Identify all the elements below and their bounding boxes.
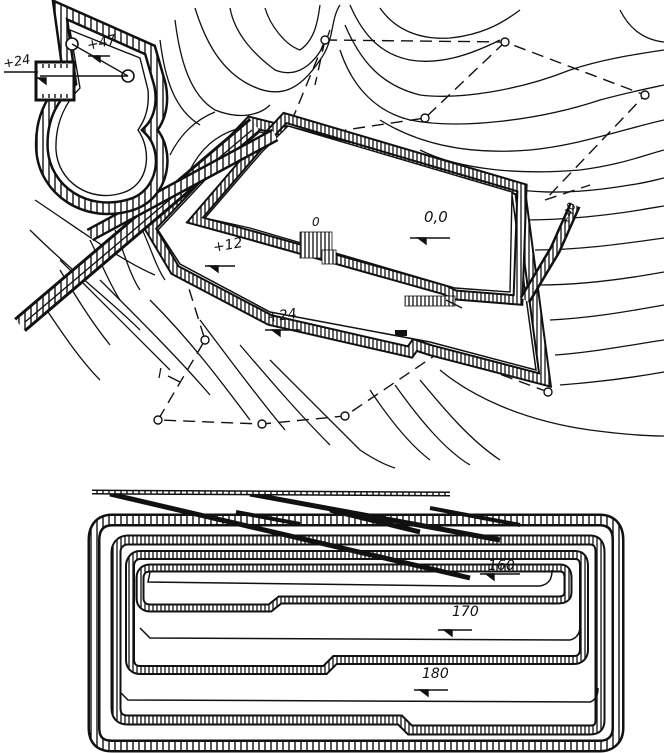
elevation-label-plus12: +12 (212, 235, 244, 256)
lower-pit-plan: 160 170 180 (87, 489, 625, 753)
elevation-label-plus24-right: +24 (266, 306, 297, 326)
floor-lines (119, 569, 599, 703)
lower-elevation-markers (414, 573, 520, 698)
ramps (91, 489, 521, 581)
upper-pit-plan: +47 +24 +12 0,0 +24 0 I +40 (2, 0, 664, 469)
elevation-label-160: 160 (488, 558, 515, 574)
elevation-label-plus24-left: +24 (2, 52, 32, 72)
haul-road (14, 118, 279, 332)
lower-bench-2 (110, 534, 606, 736)
rubble-patch (299, 231, 456, 336)
elevation-markers (4, 55, 450, 338)
elevation-label-170: 170 (452, 604, 479, 620)
elevation-label-plus47: +47 (86, 32, 118, 54)
lower-bench-3 (125, 550, 589, 675)
elevation-label-0-0: 0,0 (424, 208, 448, 226)
lower-bench-4 (135, 563, 573, 613)
lower-outer-rim (87, 513, 625, 753)
pit-inner-bench (185, 111, 528, 306)
section-edge-label: I (158, 367, 162, 382)
top-left-stub (34, 60, 76, 102)
right-spur (519, 202, 581, 304)
survey-points (153, 35, 650, 429)
zero-mark-label: 0 (312, 215, 320, 229)
elevation-label-180: 180 (422, 666, 449, 682)
